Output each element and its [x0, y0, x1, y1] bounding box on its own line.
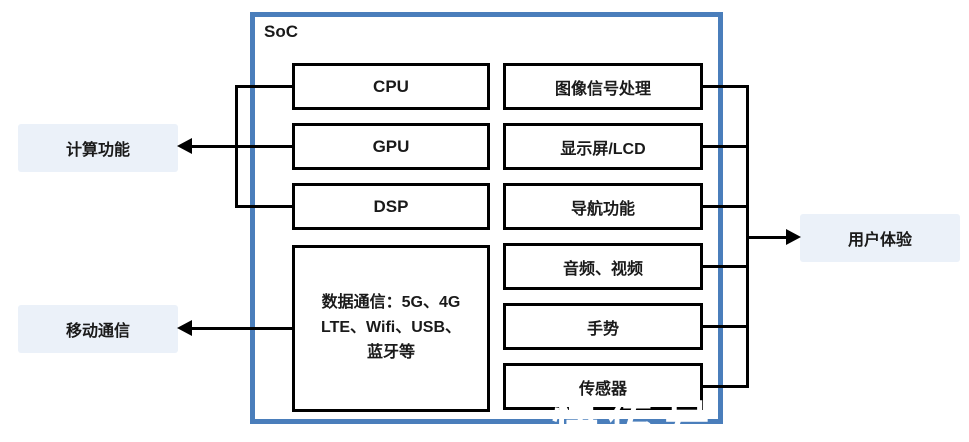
node-dsp: DSP — [292, 183, 490, 230]
node-image-signal-processing: 图像信号处理 — [503, 63, 703, 110]
mobile-arrow-line — [190, 327, 293, 330]
av-stub-line — [701, 265, 749, 268]
soc-container-box — [250, 12, 723, 424]
node-audio-video: 音频、视频 — [503, 243, 703, 290]
ux-arrowhead-icon — [786, 229, 801, 245]
isp-stub-line — [701, 85, 749, 88]
sensor-stub-line — [701, 385, 749, 388]
dsp-stub-line — [235, 205, 292, 208]
label-compute-function: 计算功能 — [18, 124, 178, 172]
nav-stub-line — [701, 205, 749, 208]
mobile-arrowhead-icon — [177, 320, 192, 336]
node-display-lcd: 显示屏/LCD — [503, 123, 703, 170]
compute-arrowhead-icon — [177, 138, 192, 154]
label-user-experience: 用户体验 — [800, 214, 960, 262]
watermark: 快传号 — [552, 396, 720, 442]
soc-title: SoC — [264, 22, 298, 41]
lcd-stub-line — [701, 145, 749, 148]
gpu-stub-line — [235, 145, 292, 148]
cpu-stub-line — [235, 85, 292, 88]
compute-arrow-line — [190, 145, 236, 148]
node-cpu: CPU — [292, 63, 490, 110]
ux-arrow-line — [746, 236, 788, 239]
node-data-comm: 数据通信：5G、4G LTE、Wifi、USB、 蓝牙等 — [292, 245, 490, 412]
node-navigation: 导航功能 — [503, 183, 703, 230]
gesture-stub-line — [701, 325, 749, 328]
node-gesture: 手势 — [503, 303, 703, 350]
label-mobile-communication: 移动通信 — [18, 305, 178, 353]
node-gpu: GPU — [292, 123, 490, 170]
node-sensor: 传感器 — [503, 363, 703, 410]
